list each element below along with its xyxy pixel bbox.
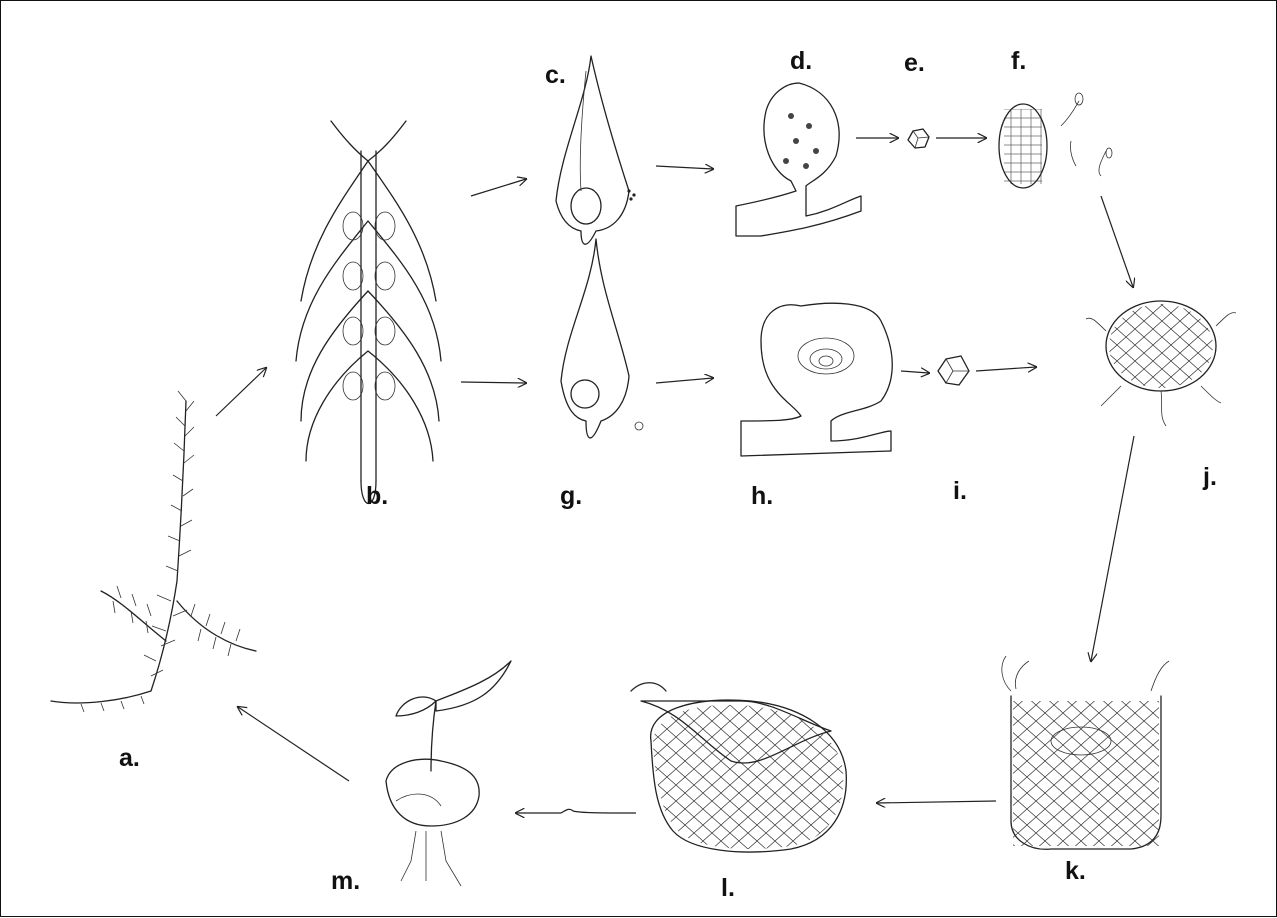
label-c: c. [545, 63, 566, 88]
young-sporophyte-drawing-l [631, 683, 846, 852]
label-f: f. [1011, 49, 1026, 74]
label-k: k. [1065, 859, 1086, 884]
label-l: l. [721, 876, 735, 901]
label-a: a. [119, 746, 140, 771]
microsporophyll-drawing-c [556, 56, 636, 244]
label-j: j. [1203, 465, 1217, 490]
male-gametophyte-drawing-f [999, 93, 1112, 188]
plant-drawing-a [51, 391, 256, 712]
label-e: e. [904, 51, 925, 76]
female-gametophyte-drawing-j [1086, 301, 1236, 426]
label-h: h. [751, 484, 773, 509]
label-b: b. [366, 484, 388, 509]
megasporophyll-drawing-g [561, 239, 643, 438]
cone-drawing-b [296, 121, 441, 504]
embryo-drawing-k [1002, 656, 1169, 849]
megasporangium-drawing-h [741, 303, 892, 456]
megaspore-drawing-i [938, 356, 969, 385]
microsporangium-drawing-d [736, 83, 861, 236]
label-m: m. [331, 869, 360, 894]
label-i: i. [953, 479, 967, 504]
label-d: d. [790, 49, 812, 74]
label-g: g. [560, 484, 582, 509]
microspore-drawing-e [908, 129, 929, 148]
sporeling-drawing-m [386, 661, 511, 886]
